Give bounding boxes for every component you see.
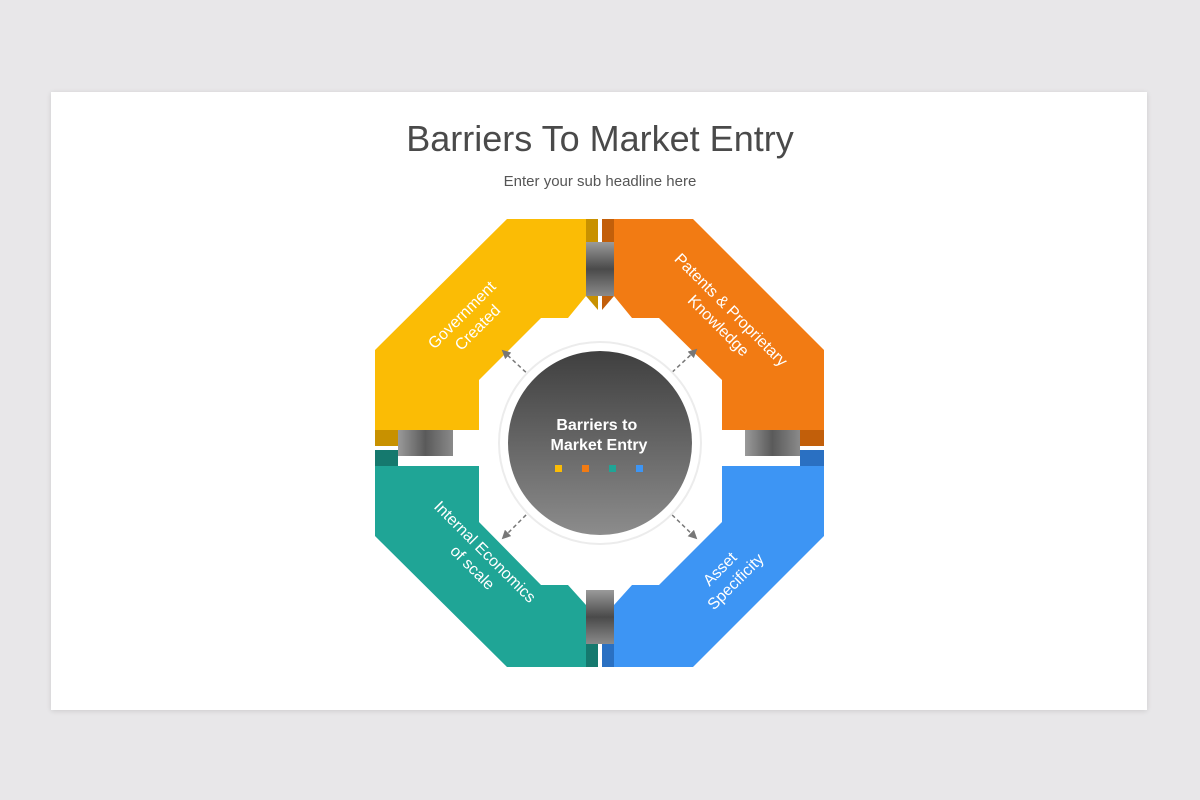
center-dot-teal — [609, 465, 616, 472]
connector-top — [586, 242, 614, 296]
center-dot-yellow — [555, 465, 562, 472]
segment-fold-right-top — [800, 430, 824, 446]
arrow-bottom-left — [501, 509, 532, 540]
segment-patents-knowledge[interactable] — [614, 219, 824, 430]
slide-subtitle: Enter your sub headline here — [503, 173, 697, 190]
slide-title: Barriers To Market Entry — [406, 118, 794, 159]
center-dot-orange — [582, 465, 589, 472]
center-label: Barriers to Market Entry — [551, 417, 648, 454]
connector-left — [398, 430, 453, 456]
connector-bottom — [586, 590, 614, 644]
segment-fold-right-bottom — [800, 450, 824, 466]
arrow-top-left — [501, 349, 532, 378]
connector-right — [745, 430, 800, 456]
center-dot-blue — [636, 465, 643, 472]
segment-government-created[interactable] — [375, 219, 586, 430]
segment-fold-left-bottom — [375, 450, 398, 466]
segment-fold-left-top — [375, 430, 398, 446]
segment-internal-economics[interactable] — [375, 466, 586, 667]
segment-asset-specificity[interactable] — [614, 466, 824, 667]
center-circle[interactable] — [508, 351, 692, 535]
